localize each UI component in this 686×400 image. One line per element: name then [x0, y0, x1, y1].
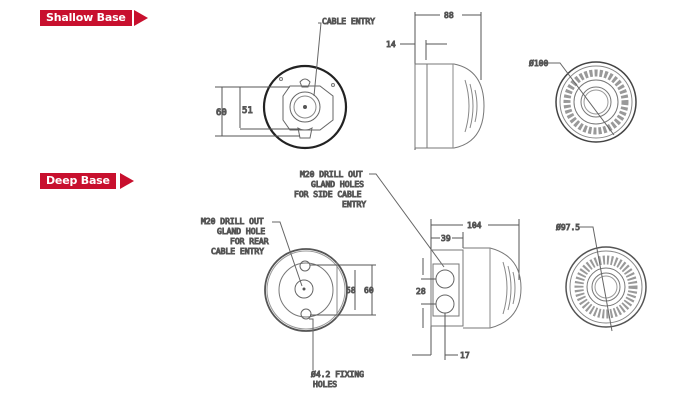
label-fixing-2: HOLES [313, 380, 337, 389]
shallow-side-view [400, 12, 485, 150]
section-tag-shallow-base: Shallow Base [40, 10, 132, 26]
label-side-gland-4: ENTRY [342, 200, 366, 209]
dim-60-deep: 60 [364, 286, 374, 295]
dim-diameter-100: Ø100 [529, 58, 548, 68]
dim-28: 28 [416, 287, 426, 296]
label-cable-entry: CABLE ENTRY [322, 17, 375, 26]
dim-58: 58 [346, 286, 356, 295]
dim-104: 104 [467, 221, 482, 230]
label-side-gland-3: FOR SIDE CABLE [294, 190, 362, 199]
label-rear-gland-3: FOR REAR [230, 237, 269, 246]
deep-side-view [412, 219, 522, 360]
label-rear-gland-2: GLAND HOLE [217, 227, 265, 236]
dim-51: 51 [242, 106, 253, 116]
label-rear-gland-1: M20 DRILL OUT [201, 217, 264, 226]
dim-60-shallow: 60 [216, 108, 227, 118]
dim-88: 88 [444, 11, 454, 20]
arrow-right-icon [120, 173, 134, 189]
dim-14: 14 [386, 40, 396, 49]
dim-17: 17 [460, 351, 470, 360]
deep-front-view [565, 226, 647, 332]
deep-rear-view [264, 221, 376, 370]
arrow-right-icon [134, 10, 148, 26]
shallow-rear-view [215, 22, 348, 150]
label-side-gland-2: GLAND HOLES [311, 180, 364, 189]
label-rear-gland-4: CABLE ENTRY [211, 247, 264, 256]
dim-diameter-97-5: Ø97.5 [556, 222, 580, 232]
label-side-gland-1: M20 DRILL OUT [300, 170, 363, 179]
label-fixing-1: Ø4.2 FIXING [311, 369, 364, 379]
shallow-front-view [545, 61, 637, 143]
dim-39: 39 [441, 234, 451, 243]
section-tag-deep-base: Deep Base [40, 173, 116, 189]
